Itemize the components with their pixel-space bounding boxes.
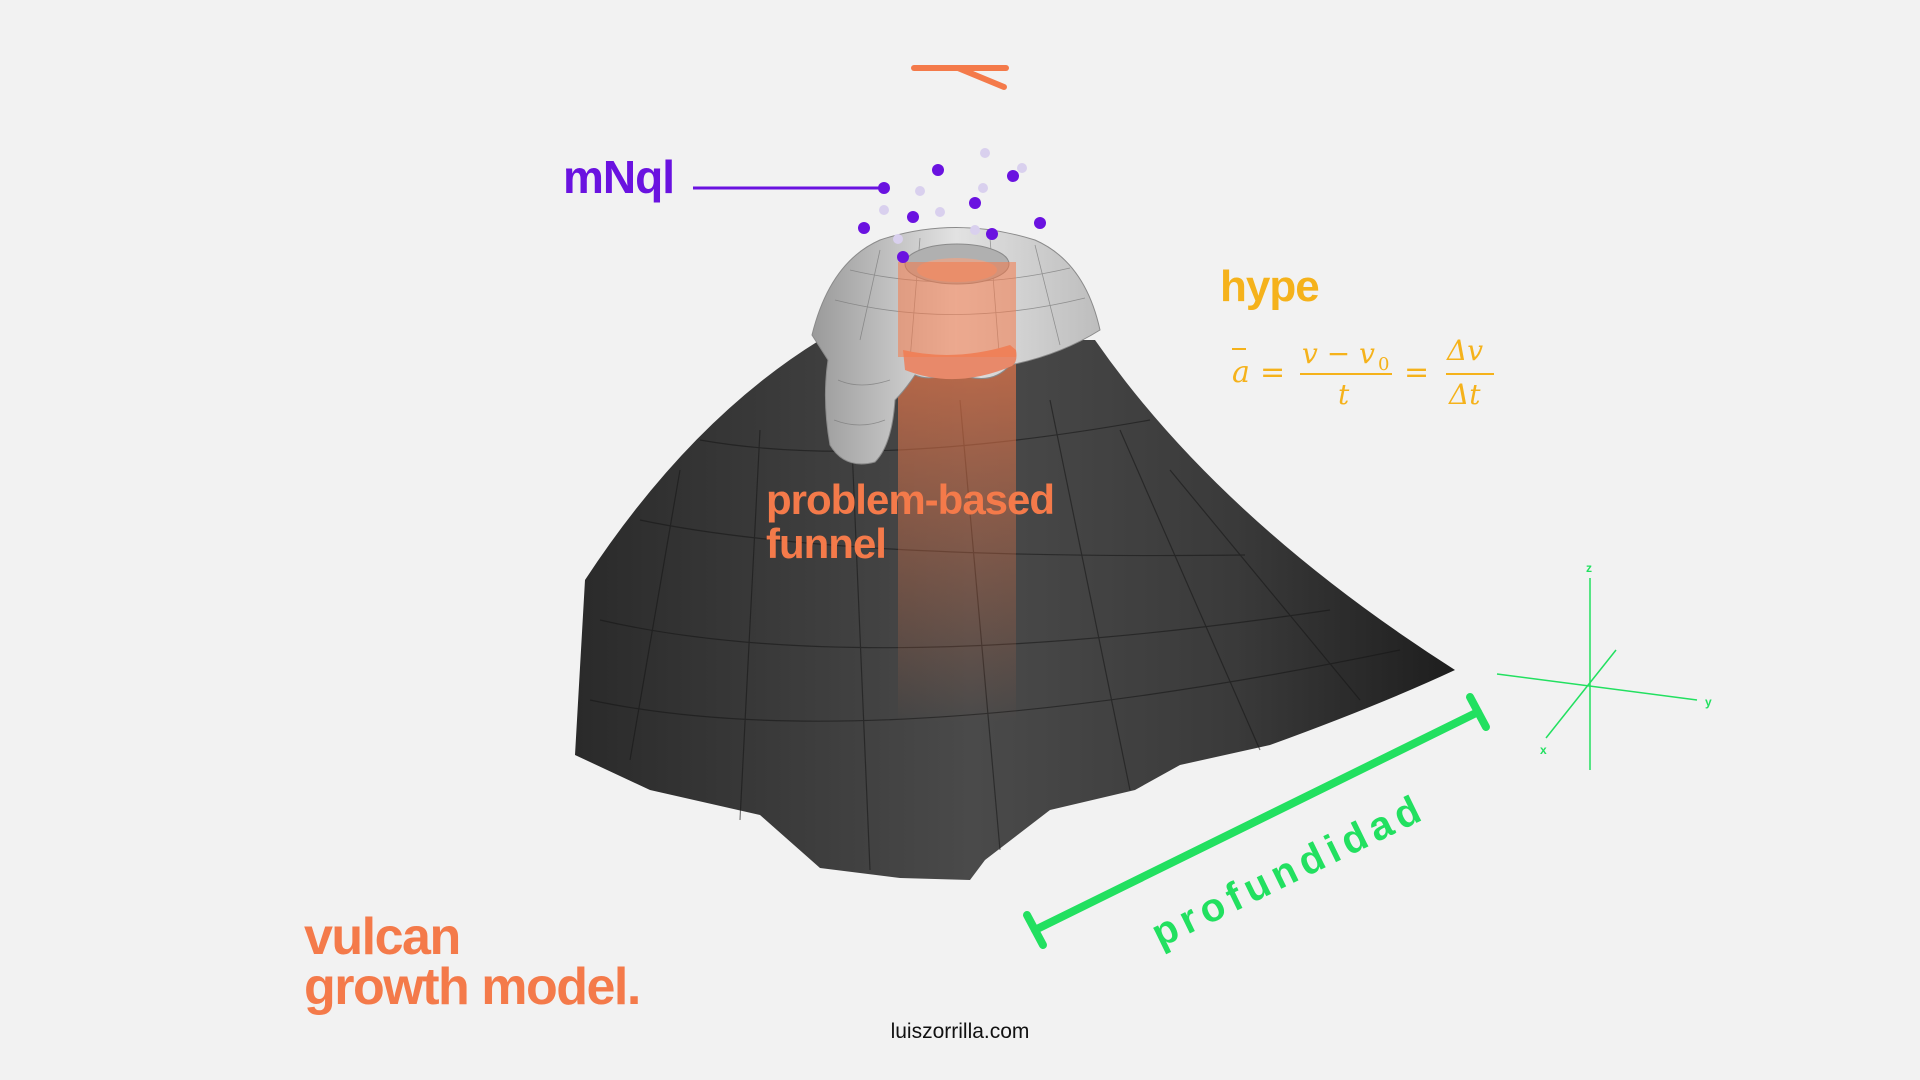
formula: a = v − v 0 t = Δv Δt: [1232, 334, 1494, 411]
depth-label: profundidad: [1145, 785, 1433, 956]
footer-url: luiszorrilla.com: [890, 1020, 1030, 1043]
cone-mesh: [589, 399, 1401, 871]
label-hype: hype: [1220, 262, 1320, 311]
formula-numerator-sub: 0: [1378, 354, 1389, 375]
mnql-leader-dot: [878, 182, 890, 194]
formula-numerator: v − v: [1302, 337, 1375, 370]
title-line-2: growth model.: [304, 958, 641, 1016]
purple-particles: [858, 164, 1046, 263]
axis-x-label: x: [1540, 743, 1547, 757]
formula-rhs-numerator: Δv: [1446, 334, 1483, 367]
label-problem-based-funnel: problem-based funnel: [766, 476, 1055, 567]
label-mnql: mNql: [563, 151, 675, 203]
formula-equals-2: =: [1404, 355, 1429, 390]
formula-rhs-denominator: Δt: [1448, 378, 1481, 411]
axis-y-label: y: [1705, 695, 1712, 709]
funnel-line-2: funnel: [766, 520, 887, 567]
top-orange-mark: [911, 65, 1009, 90]
formula-lhs: a: [1232, 355, 1250, 390]
faded-particles: [879, 148, 1027, 244]
page-title: vulcan growth model.: [304, 908, 641, 1016]
axes-gizmo: [1496, 578, 1698, 770]
formula-denominator: t: [1338, 378, 1350, 411]
axis-z-label: z: [1586, 561, 1592, 575]
title-line-1: vulcan: [304, 908, 461, 966]
depth-bracket: [1023, 693, 1490, 949]
formula-equals-1: =: [1260, 355, 1285, 390]
funnel-line-1: problem-based: [766, 476, 1055, 523]
